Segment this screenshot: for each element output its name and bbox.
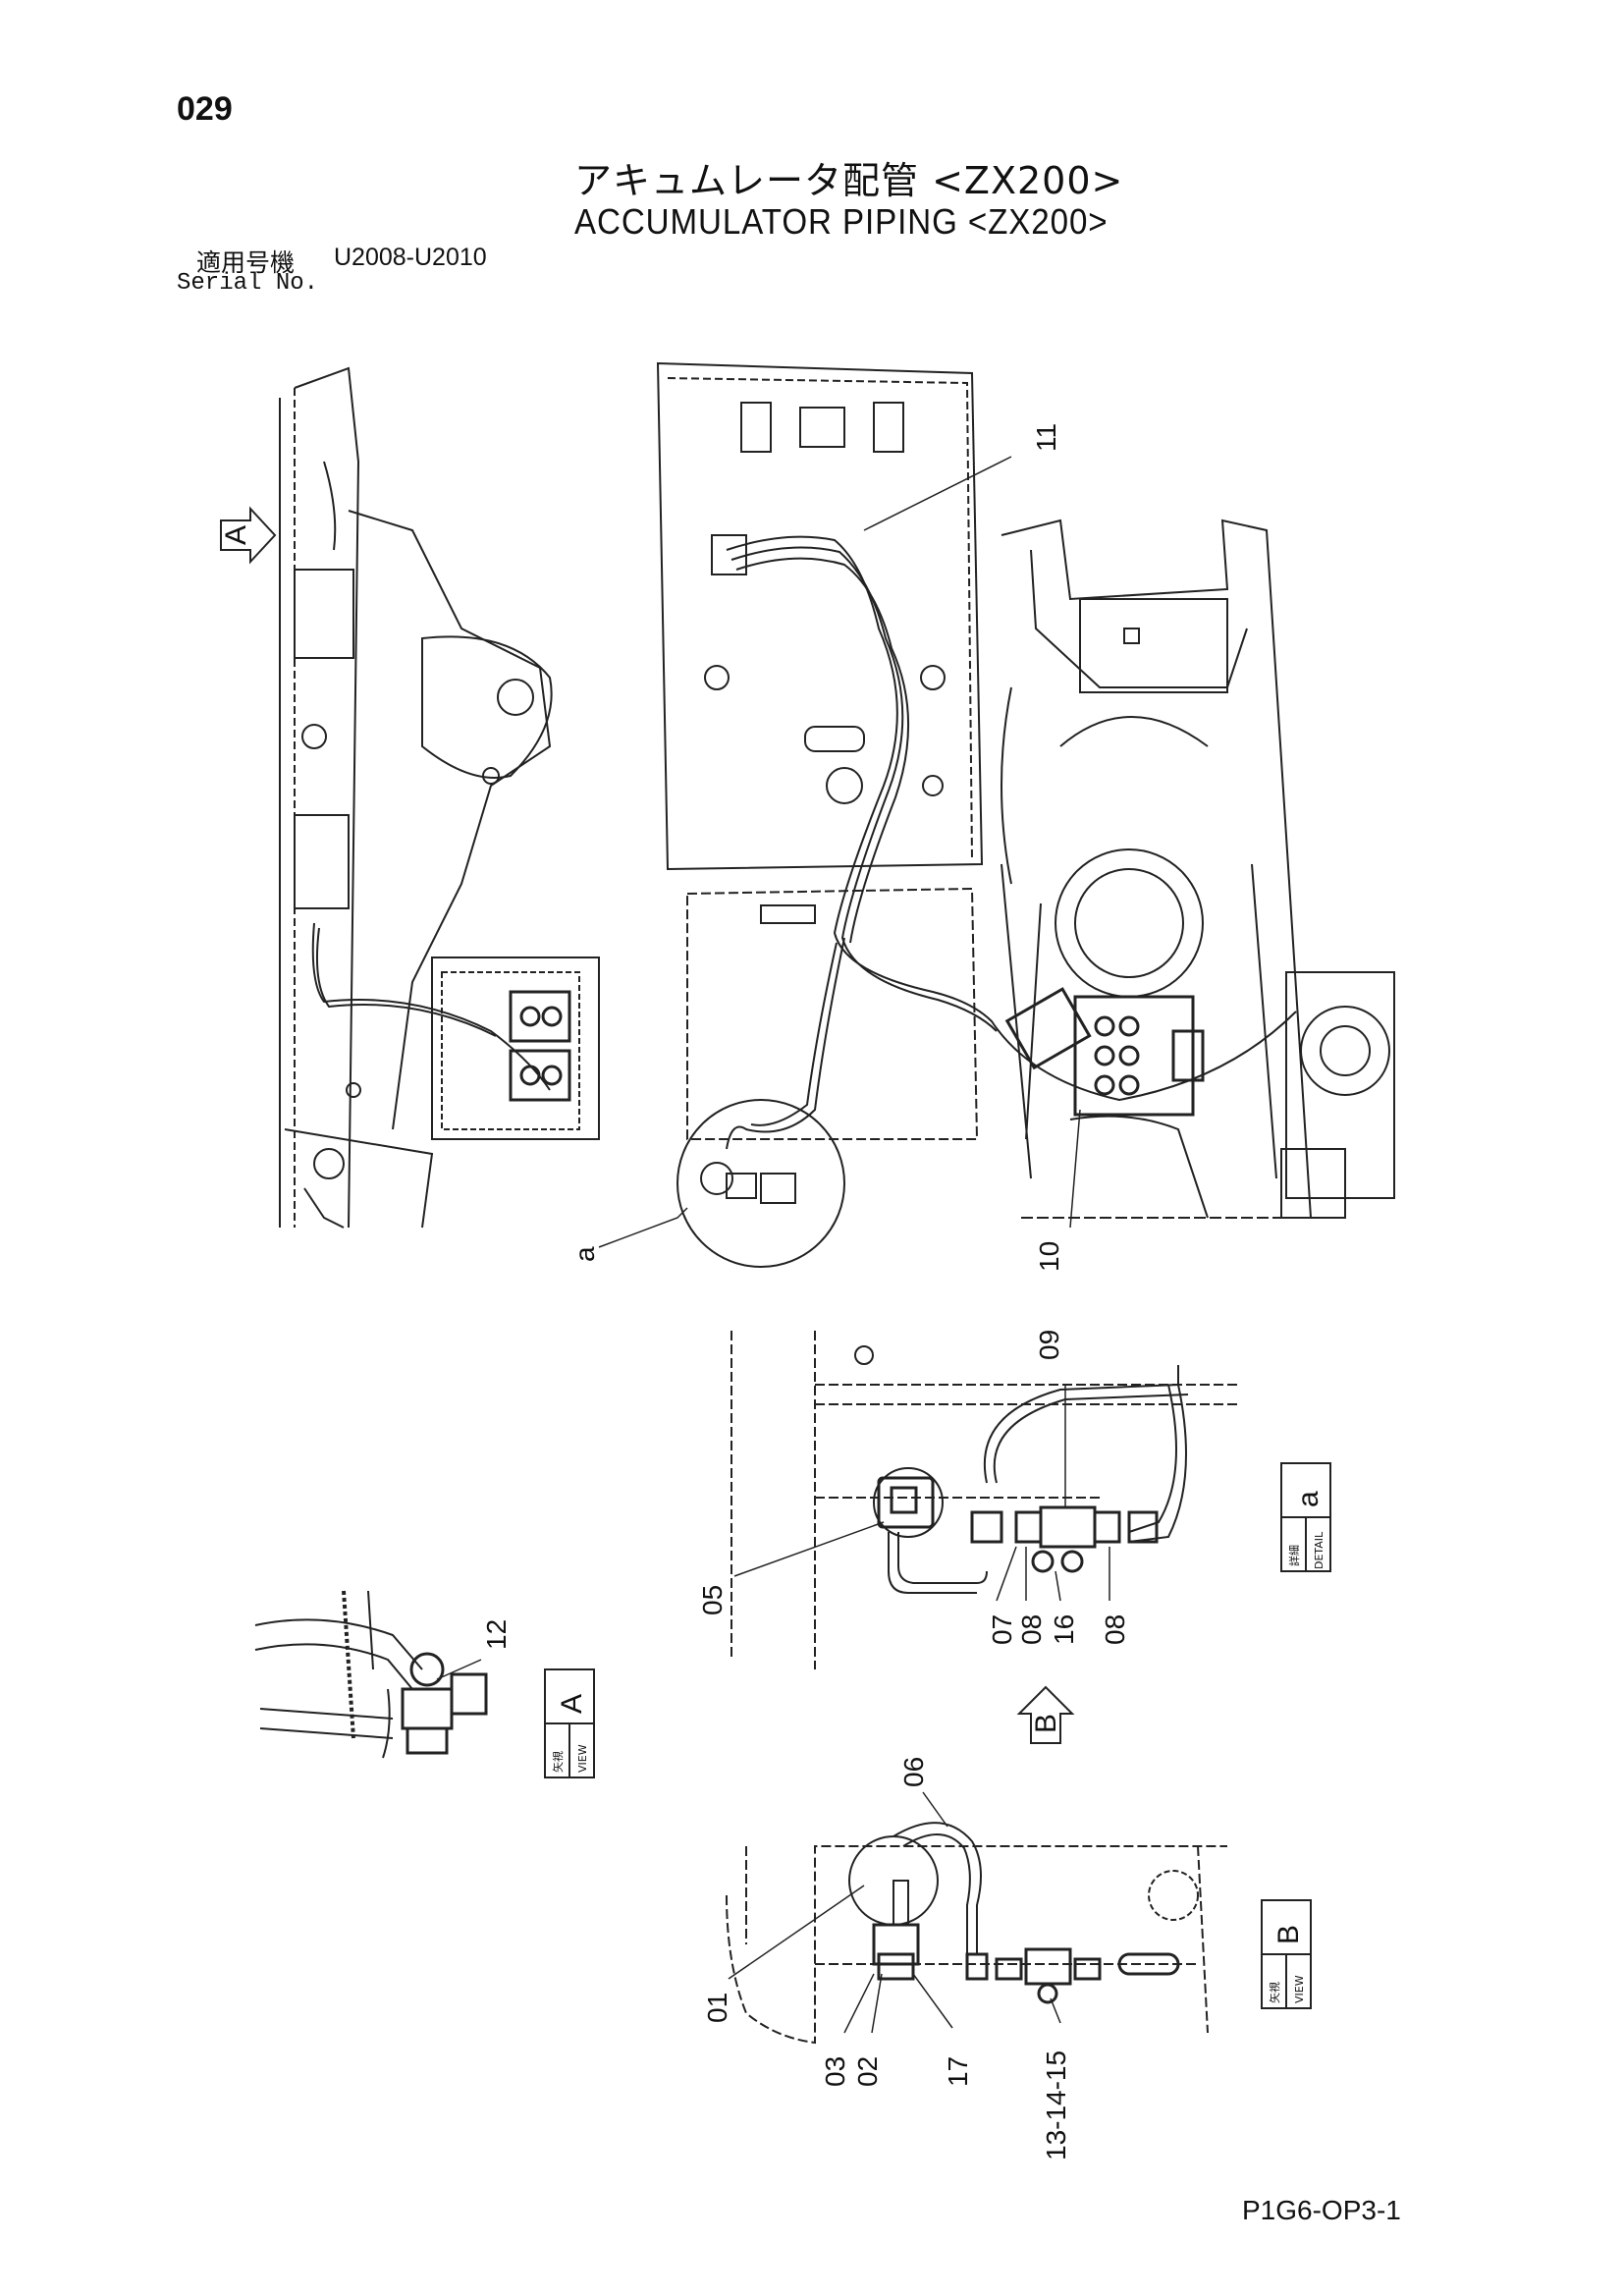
callout-07: 07 [987, 1614, 1017, 1645]
callout-13-14-15: 13-14-15 [1041, 2050, 1071, 2160]
view-b-box-en: VIEW [1293, 1975, 1306, 2003]
detail-a-box-letter: a [1292, 1491, 1325, 1507]
serial-label-japanese: 適用号機 [196, 248, 296, 277]
callout-06: 06 [898, 1757, 929, 1787]
callout-17: 17 [943, 2056, 973, 2087]
view-b-box-jp: 矢視 [1268, 1982, 1281, 2003]
view-b-arrow-letter: B [1030, 1714, 1062, 1733]
view-a-label-box [544, 1668, 595, 1778]
view-a-box-en: VIEW [576, 1744, 589, 1773]
plan-view-drawing [656, 361, 1395, 1268]
page-number: 029 [177, 90, 233, 128]
callout-01: 01 [702, 1993, 732, 2023]
view-b-drawing [726, 1822, 1227, 2045]
view-b-box-letter: B [1272, 1925, 1305, 1944]
callout-a: a [569, 1246, 600, 1262]
leader-lines [436, 456, 1110, 2034]
callout-10: 10 [1034, 1241, 1064, 1272]
detail-a-box-en: DETAIL [1313, 1531, 1325, 1569]
detail-a-label-box [1280, 1462, 1331, 1572]
view-a-arrow-letter: A [220, 525, 252, 545]
view-a-box-jp: 矢視 [551, 1751, 565, 1773]
view-a-box-letter: A [556, 1694, 588, 1714]
callout-12: 12 [481, 1619, 512, 1650]
detail-a-box-jp: 詳細 [1287, 1545, 1301, 1566]
drawing-code: P1G6-OP3-1 [1242, 2195, 1401, 2225]
callout-08-right: 08 [1100, 1614, 1130, 1645]
callout-16: 16 [1049, 1614, 1079, 1645]
callout-05: 05 [697, 1585, 728, 1615]
view-b-arrow [1016, 1685, 1075, 1744]
callout-09: 09 [1034, 1330, 1064, 1360]
detail-a-drawing [730, 1331, 1237, 1669]
view-a-drawing [254, 1590, 488, 1759]
callout-11: 11 [1031, 423, 1061, 452]
view-a-arrow [220, 506, 277, 565]
title-japanese: アキュムレータ配管 <ZX200> [574, 159, 1124, 202]
title-english: ACCUMULATOR PIPING <ZX200> [574, 201, 1109, 242]
side-view-drawing [279, 366, 600, 1229]
callout-02: 02 [852, 2056, 883, 2087]
serial-range: U2008-U2010 [334, 244, 487, 271]
view-b-label-box [1261, 1899, 1312, 2009]
callout-08-left: 08 [1016, 1614, 1047, 1645]
serial-label-english: Serial No. [177, 270, 319, 297]
callout-03: 03 [820, 2056, 850, 2087]
